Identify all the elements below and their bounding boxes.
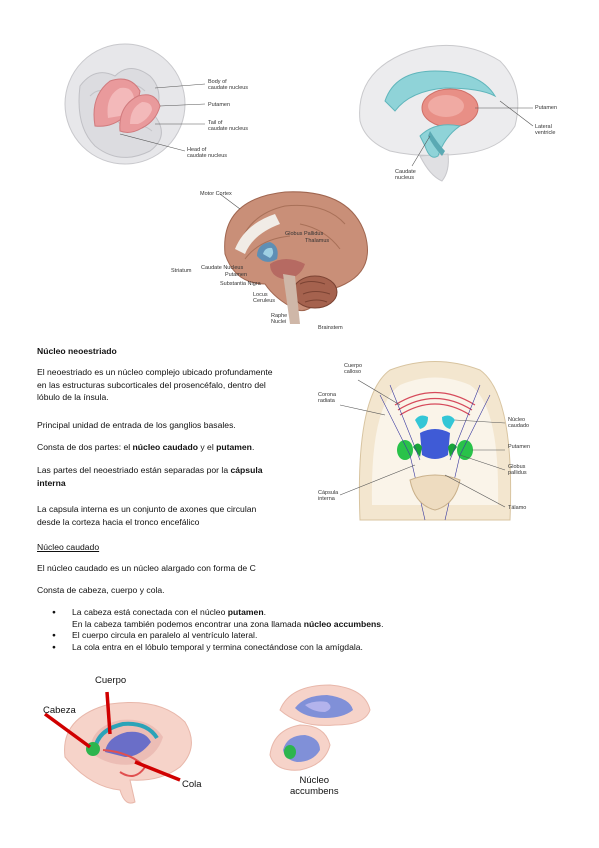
label-putamen: Putamen (508, 444, 531, 450)
figure-caudate-3d: Body of caudate nucleus Putamen Tail of … (60, 36, 260, 171)
figure-putamen-ventricle: Putamen Lateral ventricle Caudate nucleu… (350, 36, 560, 186)
label-lateral-ventricle: Lateral ventricle (535, 124, 556, 136)
paragraph-forma: El núcleo caudado es un núcleo alargado … (37, 563, 256, 573)
label-putamen: Putamen (225, 272, 248, 278)
brain-illustration (43, 691, 192, 804)
label-globus-pallidus: Globus pallidus (508, 464, 527, 476)
figure-coronal-section: Cuerpo calloso Corona radiata Núcleo cau… (310, 355, 560, 527)
subheading-caudado: Núcleo caudado (37, 542, 100, 552)
bullet-list: La cabeza está conectada con el núcleo p… (52, 607, 472, 653)
label-caudate-nucleus: Caudate Nucleus (201, 265, 244, 271)
label-cuerpo-calloso: Cuerpo calloso (344, 363, 363, 375)
label-substantia-nigra: Substantia Nigra (220, 281, 261, 287)
label-nucleo-caudado: Núcleo caudado (508, 417, 530, 429)
label-brainstem: Brainstem (318, 325, 343, 331)
label-cabeza: Cabeza (43, 705, 76, 716)
heading-neoestriado: Núcleo neoestriado (37, 346, 117, 356)
list-item: La cabeza está conectada con el núcleo p… (52, 607, 472, 630)
label-globus-pallidus: Globus Pallidus (285, 231, 324, 237)
figure-accumbens: Núcleo accumbens (265, 680, 390, 805)
brain-illustration (219, 191, 368, 324)
label-tail-caudate: Tail of caudate nucleus (208, 120, 249, 132)
brain-illustration (269, 684, 371, 771)
label-nucleo-accumbens: Núcleo accumbens (290, 775, 339, 797)
label-talamo: Tálamo (508, 505, 527, 511)
label-cuerpo: Cuerpo (95, 675, 127, 686)
paragraph-partes: Consta de dos partes: el núcleo caudado … (37, 442, 255, 452)
paragraph-capsula: La capsula interna es un conjunto de axo… (37, 504, 257, 527)
label-capsula-interna: Cápsula interna (318, 490, 339, 502)
paragraph-separadas: Las partes del neoestriado están separad… (37, 465, 263, 488)
figure-sagittal-brain: Motor Cortex Globus Pallidus Thalamus St… (165, 184, 405, 334)
label-motor-cortex: Motor Cortex (200, 191, 232, 197)
list-item: El cuerpo circula en paralelo al ventríc… (52, 630, 472, 642)
brain-illustration (359, 44, 534, 182)
brain-illustration (64, 43, 206, 165)
paragraph-definition: El neoestriado es un núcleo complejo ubi… (37, 367, 273, 402)
brain-illustration (339, 361, 512, 521)
label-caudate-nucleus: Caudate nucleus (395, 169, 416, 181)
label-striatum: Striatum (171, 268, 192, 274)
label-putamen: Putamen (208, 102, 231, 108)
paragraph-entrada: Principal unidad de entrada de los gangl… (37, 420, 236, 430)
label-locus-ceruleus: Locus Ceruleus (253, 292, 276, 304)
label-body-caudate: Body of caudate nucleus (208, 79, 249, 91)
paragraph-consta: Consta de cabeza, cuerpo y cola. (37, 585, 165, 595)
list-item: La cola entra en el lóbulo temporal y te… (52, 642, 472, 654)
label-raphe-nuclei: Raphe Nuclei (271, 313, 288, 325)
label-thalamus: Thalamus (305, 238, 330, 244)
label-putamen: Putamen (535, 105, 558, 111)
label-head-caudate: Head of caudate nucleus (187, 147, 228, 159)
figure-caudate-parts: Cuerpo Cabeza Cola (35, 672, 250, 812)
label-corona-radiata: Corona radiata (318, 392, 337, 404)
label-cola: Cola (182, 779, 202, 790)
